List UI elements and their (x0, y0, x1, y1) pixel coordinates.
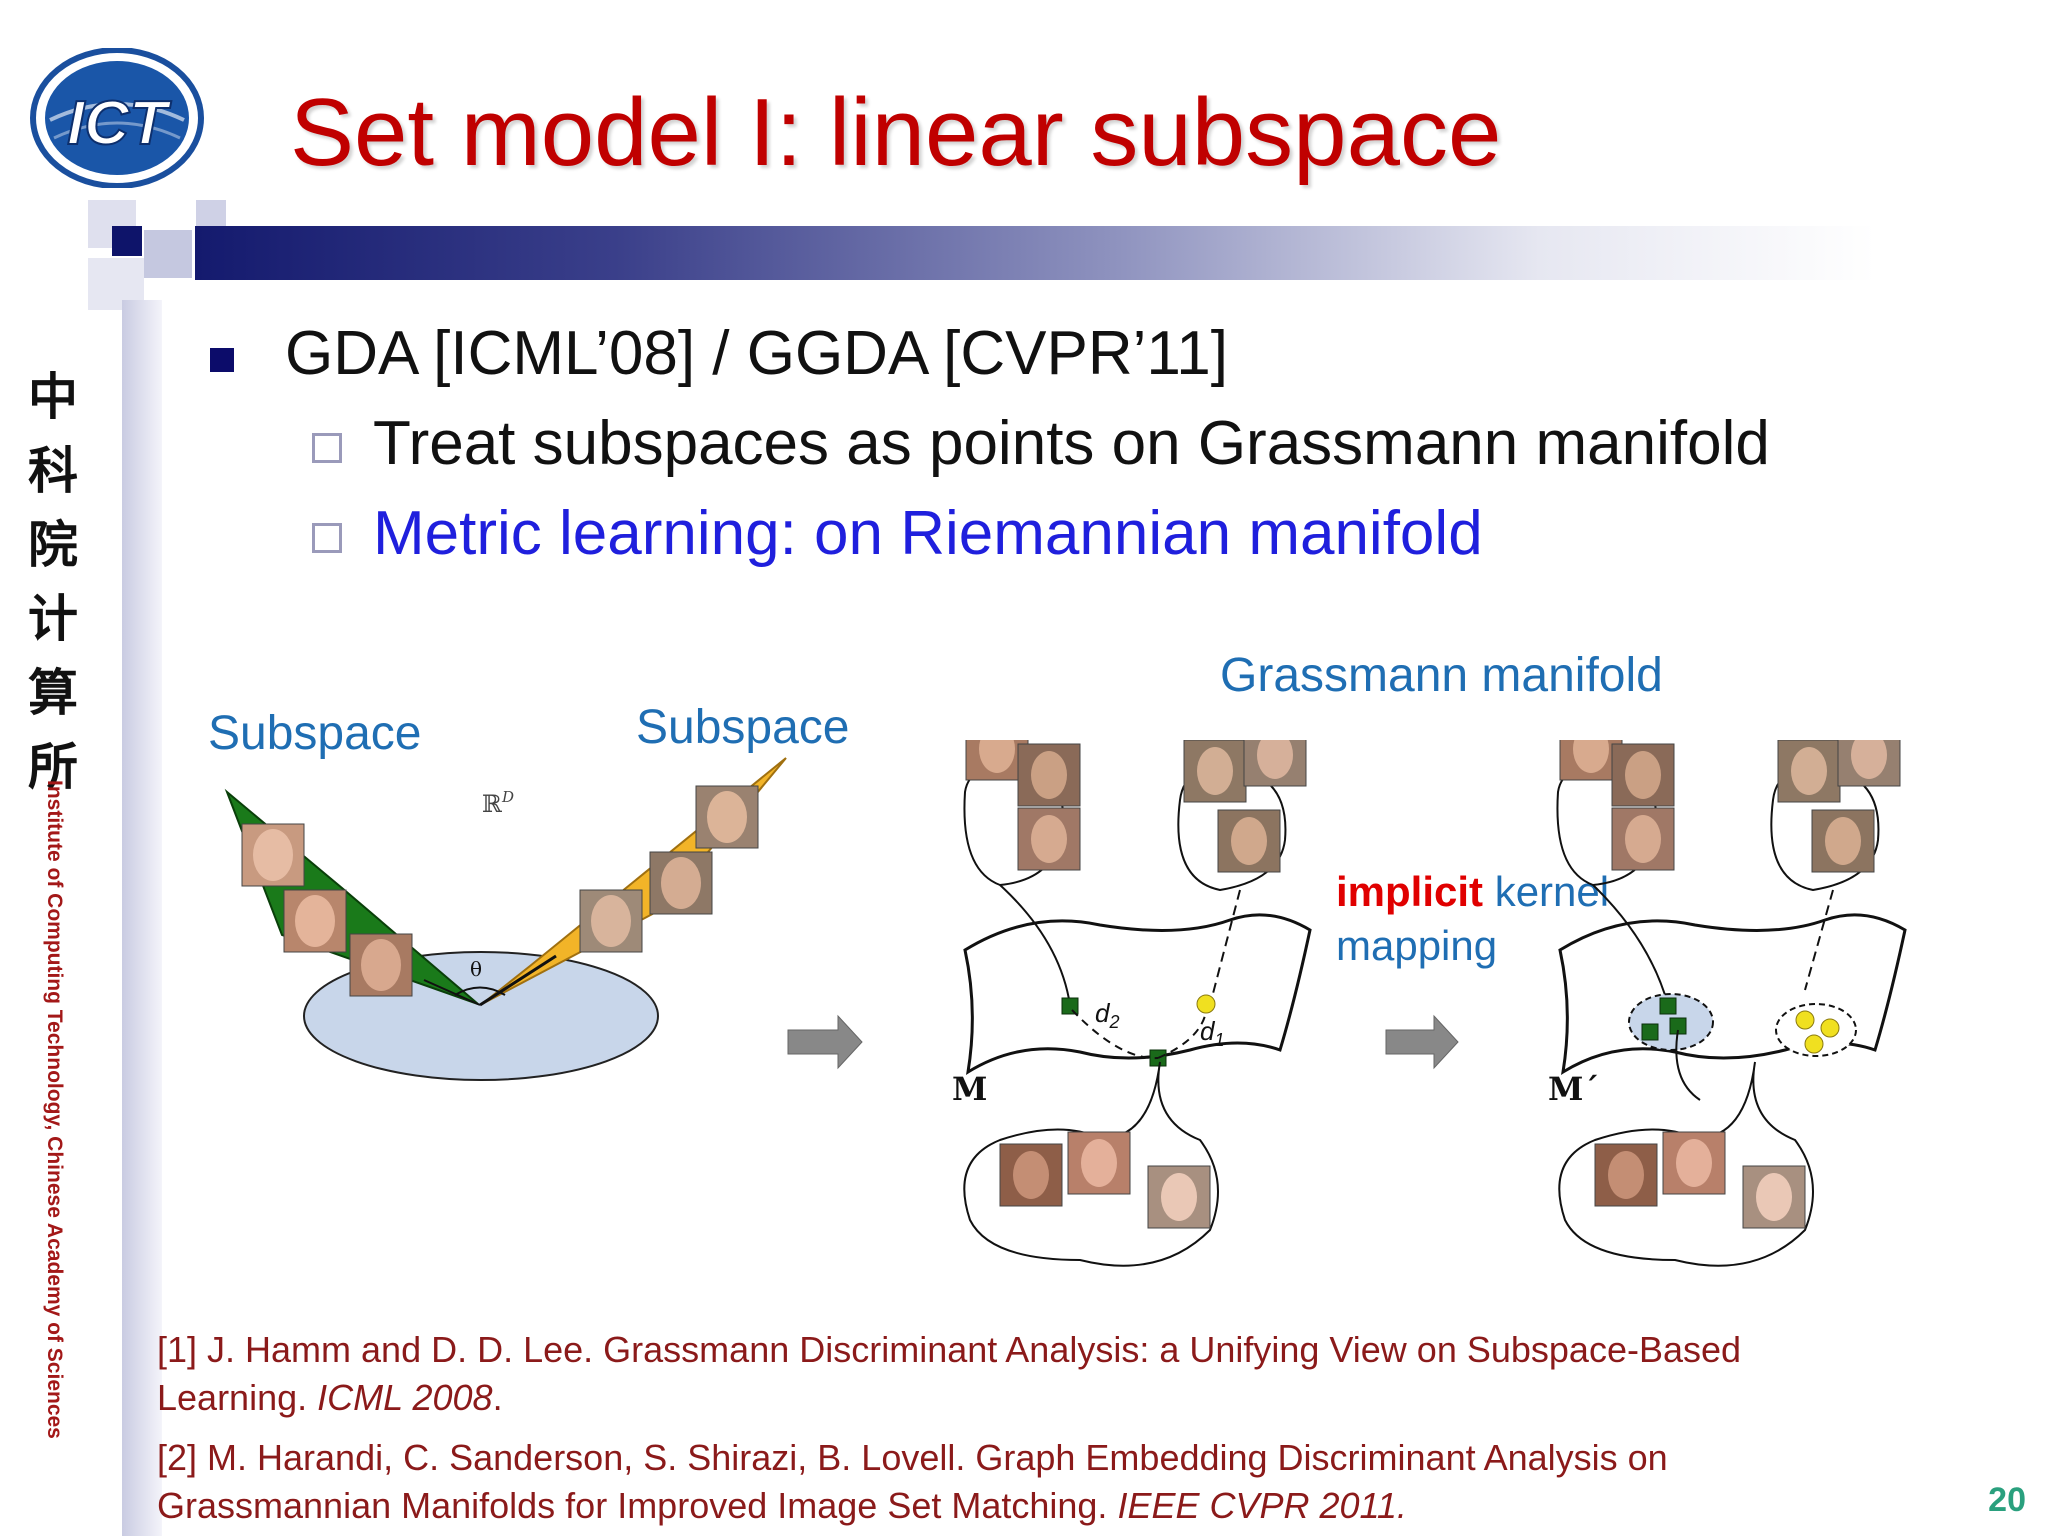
grassmann-label: Grassmann manifold (1220, 649, 1663, 702)
page-number: 20 (1988, 1481, 2026, 1519)
kernel-word: kernel (1494, 868, 1610, 915)
reference-2-line-1: [2] M. Harandi, C. Sanderson, S. Shirazi… (157, 1437, 1668, 1478)
side-chinese-text: 中科院计算所 (28, 367, 78, 796)
deco-square (144, 230, 192, 278)
face-thumbnail (999, 1131, 1211, 1229)
face-thumbnail (1559, 740, 1901, 873)
point-circle (1795, 1010, 1815, 1030)
reference-1: [1] J. Hamm and D. D. Lee. Grassmann Dis… (157, 1326, 1741, 1422)
checkbox-icon (312, 433, 342, 463)
point-square (1659, 997, 1677, 1015)
title-gradient-bar (195, 226, 1875, 280)
deco-square (112, 226, 142, 256)
face-thumbnail (965, 740, 1307, 873)
theta-label: θ (470, 957, 482, 981)
logo-text: ICT (67, 89, 172, 158)
right-arrow-icon (1385, 1014, 1459, 1070)
point-circle (1804, 1034, 1824, 1054)
mapping-label: mapping (1336, 922, 1498, 969)
d1-label: d1 (1200, 1016, 1224, 1050)
m-label: M (952, 1070, 987, 1108)
left-vertical-bar (122, 300, 162, 1536)
manifold-m (963, 913, 1312, 1075)
ict-logo: ICT (30, 48, 204, 188)
point-square (1061, 997, 1079, 1015)
face-thumbnail (241, 785, 759, 997)
subspace-label-right: Subspace (636, 701, 850, 754)
subspace-label-left: Subspace (208, 707, 422, 760)
d2-label: d2 (1095, 998, 1119, 1032)
implicit-word: implicit (1336, 868, 1484, 915)
point-circle (1196, 994, 1216, 1014)
right-arrow-icon (787, 1014, 863, 1070)
checkbox-icon (312, 523, 342, 553)
point-square (1641, 1023, 1659, 1041)
bullet-main: GDA [ICML’08] / GGDA [CVPR’11] (285, 319, 1228, 388)
reference-2: [2] M. Harandi, C. Sanderson, S. Shirazi… (157, 1434, 1668, 1530)
reference-2-line-2: Grassmannian Manifolds for Improved Imag… (157, 1485, 1407, 1526)
subspace-figure: θ ℝD M d2 d1 M´ (224, 740, 1907, 1267)
rd-symbol: ℝD (482, 788, 514, 818)
m-prime-label: M´ (1548, 1070, 1599, 1108)
side-english-label: Institute of Computing Technology, Chine… (43, 780, 66, 1439)
slide-title: Set model I: linear subspace (290, 79, 1502, 186)
deco-square (196, 200, 226, 226)
bullet-sub-1: Treat subspaces as points on Grassmann m… (373, 409, 1770, 478)
manifold-m-prime (1558, 913, 1907, 1075)
side-english-text: Institute of Computing Technology, Chine… (43, 780, 66, 1439)
reference-1-line-2: Learning. ICML 2008. (157, 1377, 503, 1418)
face-thumbnail (1594, 1131, 1806, 1229)
bullet-sub-2: Metric learning: on Riemannian manifold (373, 499, 1483, 568)
implicit-kernel-label: implicit kernel (1336, 868, 1609, 916)
reference-1-line-1: [1] J. Hamm and D. D. Lee. Grassmann Dis… (157, 1329, 1742, 1370)
bullet-square (210, 348, 234, 372)
point-circle (1820, 1018, 1840, 1038)
